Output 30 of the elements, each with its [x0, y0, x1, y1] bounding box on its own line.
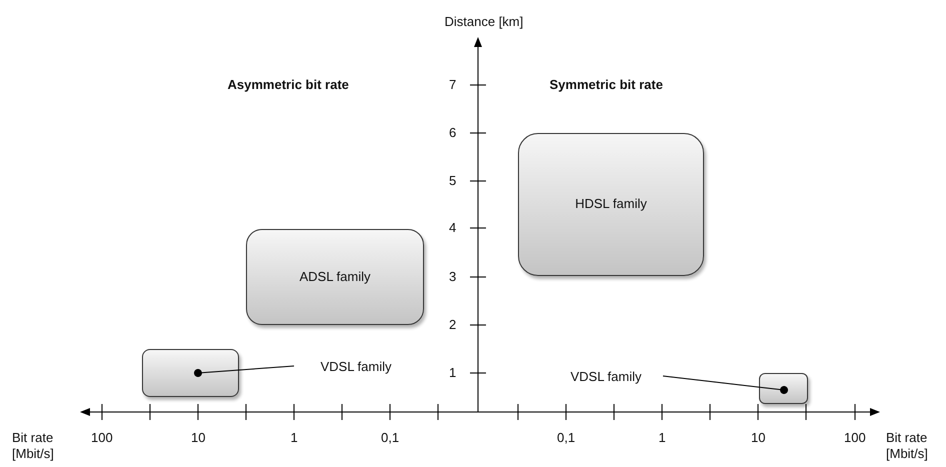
tick-label: 100 [844, 430, 866, 446]
range-box [142, 349, 239, 397]
tick-label: 4 [449, 220, 456, 236]
tick-label: 1 [449, 365, 456, 382]
axis-title: Bit rate [Mbit/s] [886, 430, 929, 462]
axis-title: Bit rate [Mbit/s] [12, 430, 55, 462]
box-label: ADSL family [299, 268, 371, 286]
range-box [246, 229, 424, 325]
callout-text: VDSL family [550, 366, 662, 386]
tick-label: 1 [658, 430, 666, 446]
tick-label: 0,1 [381, 430, 400, 446]
leader-line [194, 366, 294, 377]
tick-label: 0,1 [557, 430, 576, 446]
callout-text: VDSL family [300, 356, 412, 376]
section-heading: Asymmetric bit rate [228, 77, 349, 94]
range-box [518, 133, 704, 276]
section-heading: Symmetric bit rate [550, 77, 663, 94]
tick-label: 3 [449, 269, 456, 286]
tick-label: 6 [449, 125, 456, 142]
tick-label: 100 [91, 430, 113, 446]
tick-label: 10 [191, 430, 206, 446]
box-label: HDSL family [575, 196, 647, 213]
range-box [759, 373, 808, 404]
leader-line [662, 376, 788, 394]
tick-label: 5 [449, 173, 456, 190]
tick-label: 2 [449, 317, 456, 334]
tick-label: 1 [290, 430, 298, 446]
tick-label: 10 [751, 430, 766, 446]
tick-label: 7 [449, 77, 456, 94]
axis-title: Distance [km] [444, 14, 524, 30]
